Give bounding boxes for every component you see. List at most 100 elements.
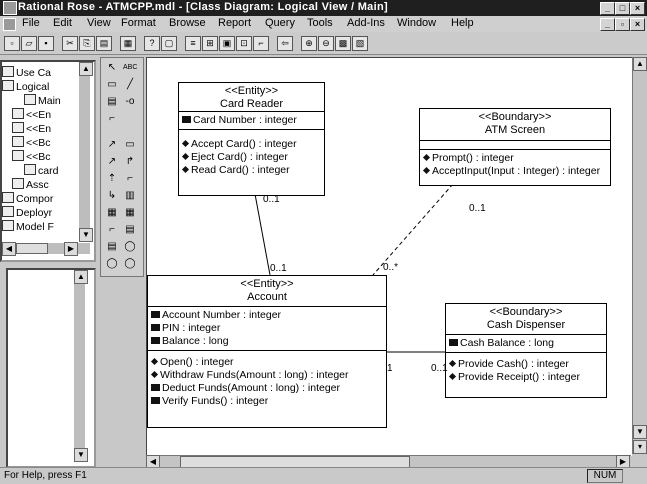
page-down-icon[interactable]: ▾ [633, 440, 647, 454]
tree-item[interactable]: Compor [2, 192, 82, 206]
copy-icon[interactable]: ⎘ [79, 36, 95, 51]
association-cardreader-account[interactable] [254, 193, 271, 276]
menu-edit[interactable]: Edit [53, 17, 72, 29]
operation-row[interactable]: Provide Cash() : integer [448, 358, 603, 371]
open-icon[interactable]: ▱ [21, 36, 37, 51]
operation-row[interactable]: Deduct Funds(Amount : long) : integer [151, 382, 383, 395]
context-help-icon[interactable]: ▢ [161, 36, 177, 51]
association-icon[interactable]: ⌐ [109, 113, 115, 124]
print-icon[interactable]: ▦ [120, 36, 136, 51]
operation-row[interactable]: AcceptInput(Input : Integer) : integer [422, 165, 607, 178]
menu-query[interactable]: Query [265, 17, 295, 29]
paste-icon[interactable]: ▤ [96, 36, 112, 51]
operation-row[interactable]: Open() : integer [150, 356, 383, 369]
tree-item[interactable]: Deployr [2, 206, 82, 220]
browse-previous-icon[interactable]: ⇦ [277, 36, 293, 51]
browse-interaction-icon[interactable]: ⊞ [202, 36, 218, 51]
close-icon[interactable]: × [630, 2, 645, 15]
tree-item[interactable]: Model F [2, 220, 82, 234]
new-icon[interactable]: ▫ [4, 36, 20, 51]
help-icon[interactable]: ? [144, 36, 160, 51]
scroll-down-icon[interactable]: ▼ [79, 228, 93, 242]
menu-browse[interactable]: Browse [169, 17, 206, 29]
tree-item[interactable]: <<Bc [12, 150, 92, 164]
boundary-icon[interactable]: ⌐ [109, 224, 115, 235]
cut-icon[interactable]: ✂ [62, 36, 78, 51]
tree-horizontal-scrollbar[interactable]: ◀ ▶ [2, 242, 90, 256]
browse-class-icon[interactable]: ≡ [185, 36, 201, 51]
attribute-row[interactable]: Account Number : integer [151, 309, 383, 322]
attribute-row[interactable]: Cash Balance : long [449, 337, 603, 350]
text-icon[interactable]: ABC [123, 64, 138, 71]
maximize-icon[interactable]: □ [615, 2, 630, 15]
scroll-down-icon[interactable]: ▼ [633, 425, 647, 439]
operation-row[interactable]: Withdraw Funds(Amount : long) : integer [150, 369, 383, 382]
class-account[interactable]: <<Entity>> Account Account Number : inte… [147, 275, 387, 428]
canvas-horizontal-scrollbar[interactable]: ◀ ▶ [146, 455, 631, 469]
menu-report[interactable]: Report [218, 17, 252, 29]
zoom-out-icon[interactable]: ⊖ [318, 36, 334, 51]
operation-row[interactable]: Read Card() : integer [181, 164, 321, 177]
class-atm-screen[interactable]: <<Boundary>> ATM Screen Prompt() : integ… [419, 108, 611, 186]
doc-close-icon[interactable]: × [630, 18, 645, 31]
tree-item[interactable]: Logical [2, 80, 82, 94]
operation-row[interactable]: Provide Receipt() : integer [448, 371, 603, 384]
menu-help[interactable]: Help [451, 17, 474, 29]
tree-item[interactable]: <<En [12, 108, 92, 122]
control-circle-icon[interactable]: ◯ [124, 241, 136, 252]
minimize-icon[interactable]: _ [600, 2, 615, 15]
menu-view[interactable]: View [87, 17, 111, 29]
tree-item[interactable]: Use Ca [2, 66, 82, 80]
actor-icon[interactable]: ▦ [107, 207, 117, 218]
tree-item[interactable]: Assc [12, 178, 92, 192]
app-system-icon[interactable] [3, 1, 17, 15]
class-diagram-canvas[interactable]: <<Entity>> Card Reader Card Number : int… [146, 57, 632, 456]
interface-icon[interactable]: -o [125, 96, 135, 107]
package-icon[interactable]: ↱ [125, 156, 135, 167]
realize-icon[interactable]: ⇡ [107, 173, 117, 184]
doc-restore-icon[interactable]: ▫ [615, 18, 630, 31]
undo-fit-icon[interactable]: ▧ [352, 36, 368, 51]
class-card-reader[interactable]: <<Entity>> Card Reader Card Number : int… [178, 82, 325, 196]
parameterized-class-icon[interactable]: ⌐ [127, 173, 133, 184]
attribute-row[interactable]: PIN : integer [151, 322, 383, 335]
fit-window-icon[interactable]: ▩ [335, 36, 351, 51]
use-case-icon[interactable]: ▦ [125, 207, 135, 218]
menu-add-ins[interactable]: Add-Ins [347, 17, 385, 29]
document-system-icon[interactable] [3, 18, 16, 31]
operation-row[interactable]: Eject Card() : integer [181, 151, 321, 164]
note-icon[interactable]: ▭ [107, 79, 117, 90]
operation-row[interactable]: Verify Funds() : integer [151, 395, 383, 408]
menu-window[interactable]: Window [397, 17, 437, 29]
menu-file[interactable]: File [22, 17, 40, 29]
scroll-down-icon[interactable]: ▼ [74, 448, 88, 462]
generalization-icon[interactable]: ▭ [125, 139, 135, 150]
scroll-left-icon[interactable]: ◀ [2, 242, 16, 256]
class-cash-dispenser[interactable]: <<Boundary>> Cash Dispenser Cash Balance… [445, 303, 607, 398]
operation-row[interactable]: Accept Card() : integer [181, 138, 321, 151]
attribute-row[interactable]: Card Number : integer [182, 114, 321, 127]
tree-vertical-scrollbar[interactable]: ▲ ▼ [79, 62, 93, 242]
tree-item[interactable]: Main [24, 94, 104, 108]
scroll-right-icon[interactable]: ▶ [64, 242, 78, 256]
tree-item[interactable]: card [24, 164, 104, 178]
class-utility-icon[interactable]: ↳ [107, 190, 117, 201]
scroll-thumb[interactable] [16, 243, 48, 254]
attribute-row[interactable]: Balance : long [151, 335, 383, 348]
scroll-up-icon[interactable]: ▲ [79, 62, 93, 76]
tree-item[interactable]: <<Bc [12, 136, 92, 150]
doc-minimize-icon[interactable]: _ [600, 18, 615, 31]
instantiated-class-icon[interactable]: ▥ [125, 190, 135, 201]
scroll-up-icon[interactable]: ▲ [633, 57, 647, 71]
canvas-vertical-scrollbar[interactable]: ▲ ▼ ▾ [632, 57, 647, 454]
doc-vertical-scrollbar[interactable]: ▲ ▼ [74, 270, 88, 462]
entity-icon[interactable]: ▤ [125, 224, 135, 235]
aggregation-icon[interactable]: ↗ [107, 139, 117, 150]
object-icon[interactable]: ◯ [106, 258, 118, 269]
tree-item[interactable]: <<En [12, 122, 92, 136]
menu-format[interactable]: Format [121, 17, 156, 29]
zoom-in-icon[interactable]: ⊕ [301, 36, 317, 51]
class-icon[interactable]: ▤ [107, 96, 117, 107]
anchor-icon[interactable]: ╱ [126, 79, 134, 90]
operation-row[interactable]: Prompt() : integer [422, 152, 607, 165]
